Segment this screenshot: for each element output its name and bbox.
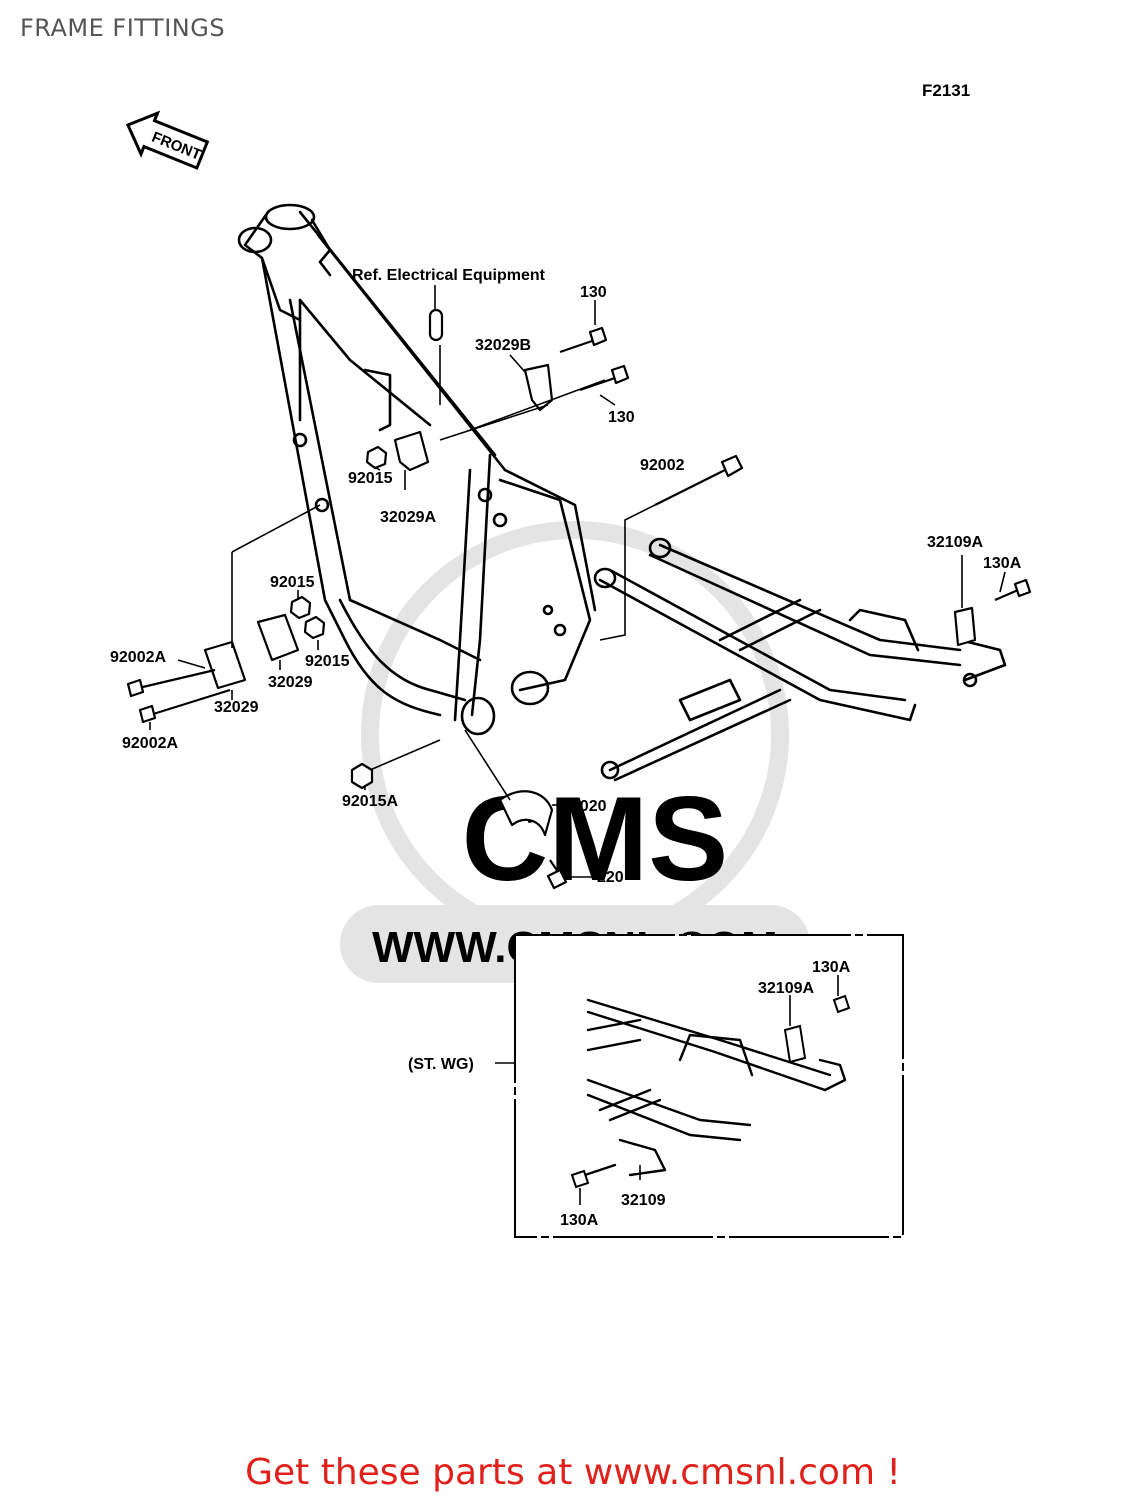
figure-code: F2131 bbox=[922, 81, 970, 100]
leader-lines bbox=[149, 285, 1006, 1064]
part-label: 92015 bbox=[348, 470, 393, 487]
part-label: 92002A bbox=[110, 649, 166, 666]
part-label: 32029A bbox=[380, 509, 436, 526]
inset-st-wg: (ST. WG) 130A 32109A 32109 130A bbox=[408, 934, 904, 1238]
watermark: CMS WWW.CMSNL.COM bbox=[340, 521, 810, 983]
part-label: 92002 bbox=[640, 457, 685, 474]
part-label: 130A bbox=[983, 555, 1022, 572]
part-label: 130A bbox=[560, 1212, 599, 1229]
part-label: 32029 bbox=[214, 699, 259, 716]
ref-note: Ref. Electrical Equipment bbox=[352, 267, 546, 284]
main-frame bbox=[237, 203, 597, 736]
part-label: 130A bbox=[812, 959, 851, 976]
part-label: 32109A bbox=[927, 534, 983, 551]
page-title: FRAME FITTINGS bbox=[20, 14, 226, 42]
rear-subframe bbox=[593, 537, 1007, 782]
fittings bbox=[126, 308, 1032, 890]
part-label: 92015A bbox=[342, 793, 398, 810]
part-labels: Ref. Electrical Equipment 130 32029B 130… bbox=[110, 267, 1022, 886]
part-label: 32109A bbox=[758, 980, 814, 997]
front-arrow-icon: FRONT bbox=[125, 110, 210, 170]
part-label: 92002A bbox=[122, 735, 178, 752]
footer-cta-link[interactable]: Get these parts at www.cmsnl.com ! bbox=[245, 1452, 901, 1493]
part-label: 32029 bbox=[268, 674, 313, 691]
part-label: 32109 bbox=[621, 1192, 666, 1209]
part-label: 32029B bbox=[475, 337, 531, 354]
inset-label: (ST. WG) bbox=[408, 1056, 474, 1073]
part-label: 55020 bbox=[562, 798, 607, 815]
part-label: 220 bbox=[597, 869, 624, 886]
part-label: 92015 bbox=[305, 653, 350, 670]
part-label: 130 bbox=[580, 284, 607, 301]
part-label: 130 bbox=[608, 409, 635, 426]
watermark-brand: CMS bbox=[462, 772, 729, 906]
part-label: 92015 bbox=[270, 574, 315, 591]
